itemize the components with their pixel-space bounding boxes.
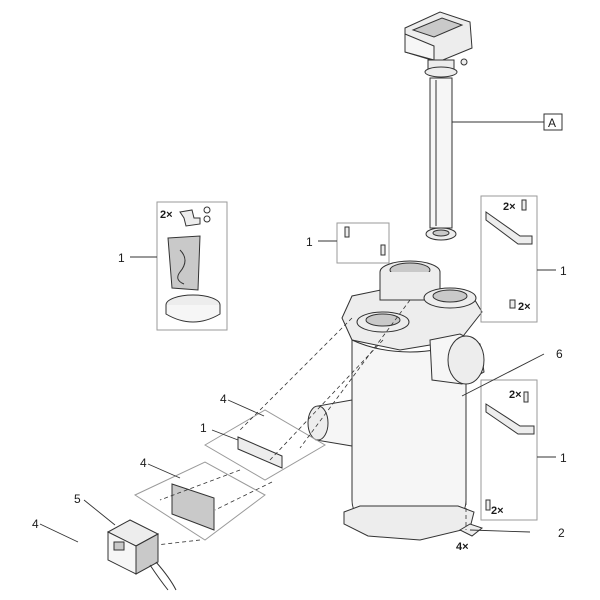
bracket-box-mid: [480, 379, 538, 521]
mounting-plate-b: [133, 461, 266, 541]
callout-screws-top: 1: [306, 235, 313, 249]
callout-bracket-left: 1: [200, 421, 207, 435]
qty-bracket-mid-screws: 2×: [509, 389, 522, 401]
uv-clarifier-unit: [404, 11, 473, 241]
screws-box: [336, 222, 390, 264]
bracket-mid-right: [485, 391, 535, 511]
mounting-plate-a: [204, 409, 326, 481]
callout-screws-a: 4: [220, 392, 227, 406]
callout-bracket-mid-right: 1: [560, 451, 567, 465]
filter-housing: [307, 260, 485, 541]
control-unit: [106, 519, 177, 591]
qty-feet: 4×: [456, 541, 469, 553]
qty-bracket-mid-nuts: 2×: [491, 505, 504, 517]
callout-screws-c: 4: [32, 517, 39, 531]
kit-box: [156, 201, 228, 331]
leader-lines: [39, 121, 556, 543]
qty-kit-screws: 2×: [160, 209, 173, 221]
callout-feet: 2: [558, 526, 565, 540]
callout-control-unit: 5: [74, 492, 81, 506]
callout-uv-box: [543, 113, 563, 131]
bracket-box-top: [480, 195, 538, 323]
bracket-top-right: [485, 199, 533, 309]
callout-labels: 1 1 1 1 1 4 4 4 5 6 2 A 2× 2× 2× 2× 2× 4…: [32, 113, 567, 553]
qty-bracket-top-nuts: 2×: [518, 301, 531, 313]
callout-screws-b: 4: [140, 456, 147, 470]
callout-uv-unit: A: [548, 116, 556, 130]
top-screws: [344, 226, 386, 256]
qty-bracket-top-screws: 2×: [503, 201, 516, 213]
inlet-kit: [165, 206, 221, 323]
callout-inlet-kit: 1: [118, 251, 125, 265]
callout-housing: 6: [556, 347, 563, 361]
callout-bracket-top-right: 1: [560, 264, 567, 278]
